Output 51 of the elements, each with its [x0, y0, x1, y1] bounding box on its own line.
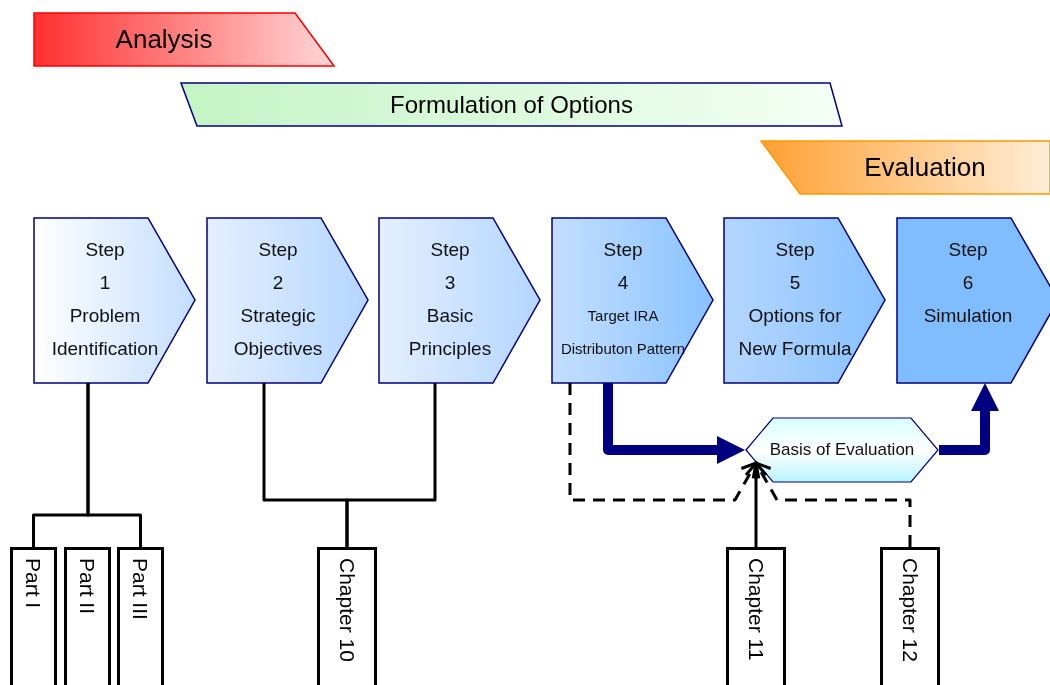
connector-line: [345, 383, 437, 547]
step-title: Basic Principles: [407, 304, 493, 361]
dashed-connector: [751, 461, 912, 547]
phase-label: Evaluation: [864, 151, 986, 184]
phase-banner: [760, 140, 1050, 195]
step-number: 4: [617, 271, 629, 295]
step-heading: Step: [430, 238, 470, 262]
dashed-connector: [568, 383, 761, 502]
tab-label: Part I: [21, 558, 47, 611]
step-pentagon: [723, 217, 886, 384]
step-title: Strategic Objectives: [232, 304, 324, 361]
step-title: Simulation: [923, 304, 1013, 328]
step-pentagon: [378, 217, 541, 384]
step-pentagon: [206, 217, 369, 384]
reference-tab: [317, 547, 377, 685]
connector-line: [86, 383, 142, 547]
tab-label: Chapter 12: [897, 558, 923, 664]
connector-line: [744, 461, 768, 547]
phase-label: Formulation of Options: [390, 89, 633, 120]
step-pentagon: [896, 217, 1050, 384]
tab-label: Part II: [75, 558, 101, 617]
reference-tab: [880, 547, 940, 685]
step-number: 2: [272, 271, 284, 295]
step-number: 6: [962, 271, 974, 295]
phase-banner: [180, 82, 843, 127]
step-title: Target IRA Distributon Pattern: [559, 306, 687, 359]
step-heading: Step: [948, 238, 988, 262]
reference-tab: [117, 547, 164, 685]
reference-tab: [10, 547, 57, 685]
tab-label: Chapter 11: [743, 558, 769, 663]
thick-arrow: [939, 383, 999, 455]
step-title: Problem Identification: [50, 304, 160, 361]
step-pentagon: [551, 217, 714, 384]
step-number: 3: [444, 271, 456, 295]
step-heading: Step: [603, 238, 643, 262]
step-number: 5: [789, 271, 801, 295]
hexagon-label: Basis of Evaluation: [769, 439, 915, 462]
reference-tab: [64, 547, 111, 685]
step-heading: Step: [85, 238, 125, 262]
step-title: Options for New Formula: [737, 304, 853, 361]
step-heading: Step: [775, 238, 815, 262]
step-number: 1: [99, 271, 111, 295]
hexagon-box: [745, 417, 939, 483]
phase-label: Analysis: [115, 23, 213, 56]
step-pentagon: [33, 217, 196, 384]
reference-tab: [726, 547, 786, 685]
thick-arrow: [603, 383, 745, 464]
tab-label: Chapter 10: [334, 558, 360, 664]
phase-banner: [33, 12, 335, 67]
step-heading: Step: [258, 238, 298, 262]
tab-label: Part III: [128, 558, 154, 622]
